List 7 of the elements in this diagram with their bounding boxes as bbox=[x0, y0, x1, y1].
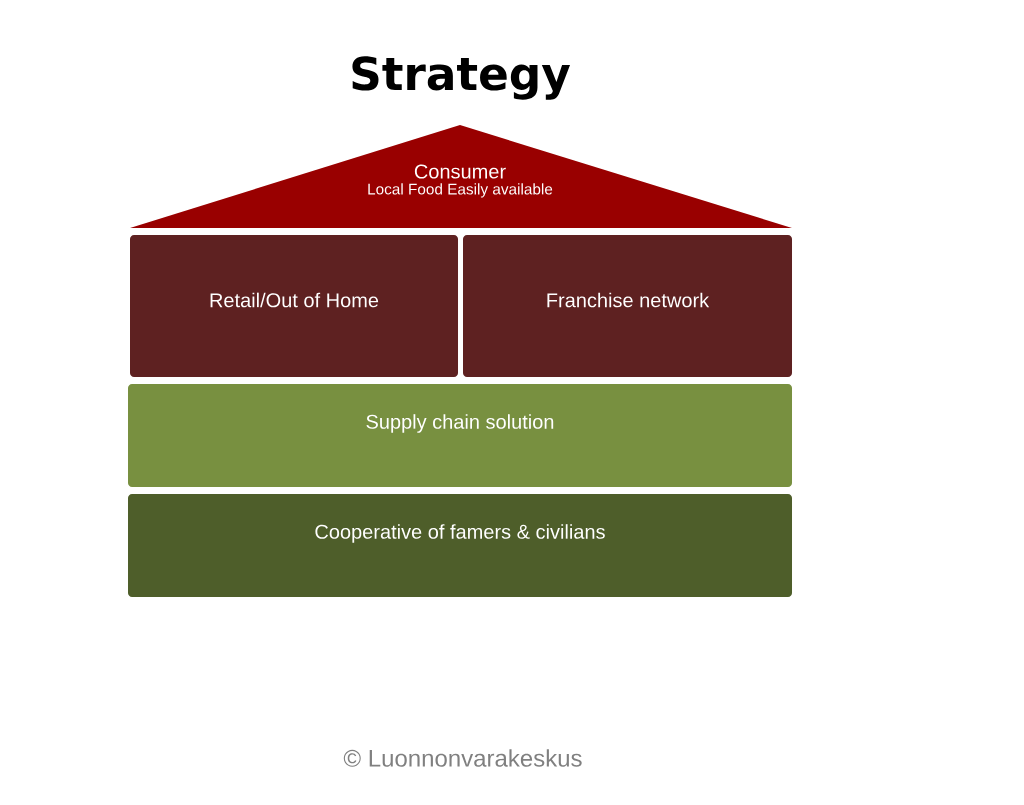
copyright-note: © Luonnonvarakeskus bbox=[343, 749, 582, 767]
stack-band: Cooperative of famers & civilians bbox=[128, 494, 792, 597]
stack-band: Supply chain solution bbox=[128, 384, 792, 487]
pillar-box: Retail/Out of Home bbox=[130, 235, 458, 377]
pillar-box: Franchise network bbox=[463, 235, 792, 377]
title: Strategy bbox=[352, 56, 570, 100]
roof-triangle: Consumer Local Food Easily available bbox=[130, 125, 792, 228]
